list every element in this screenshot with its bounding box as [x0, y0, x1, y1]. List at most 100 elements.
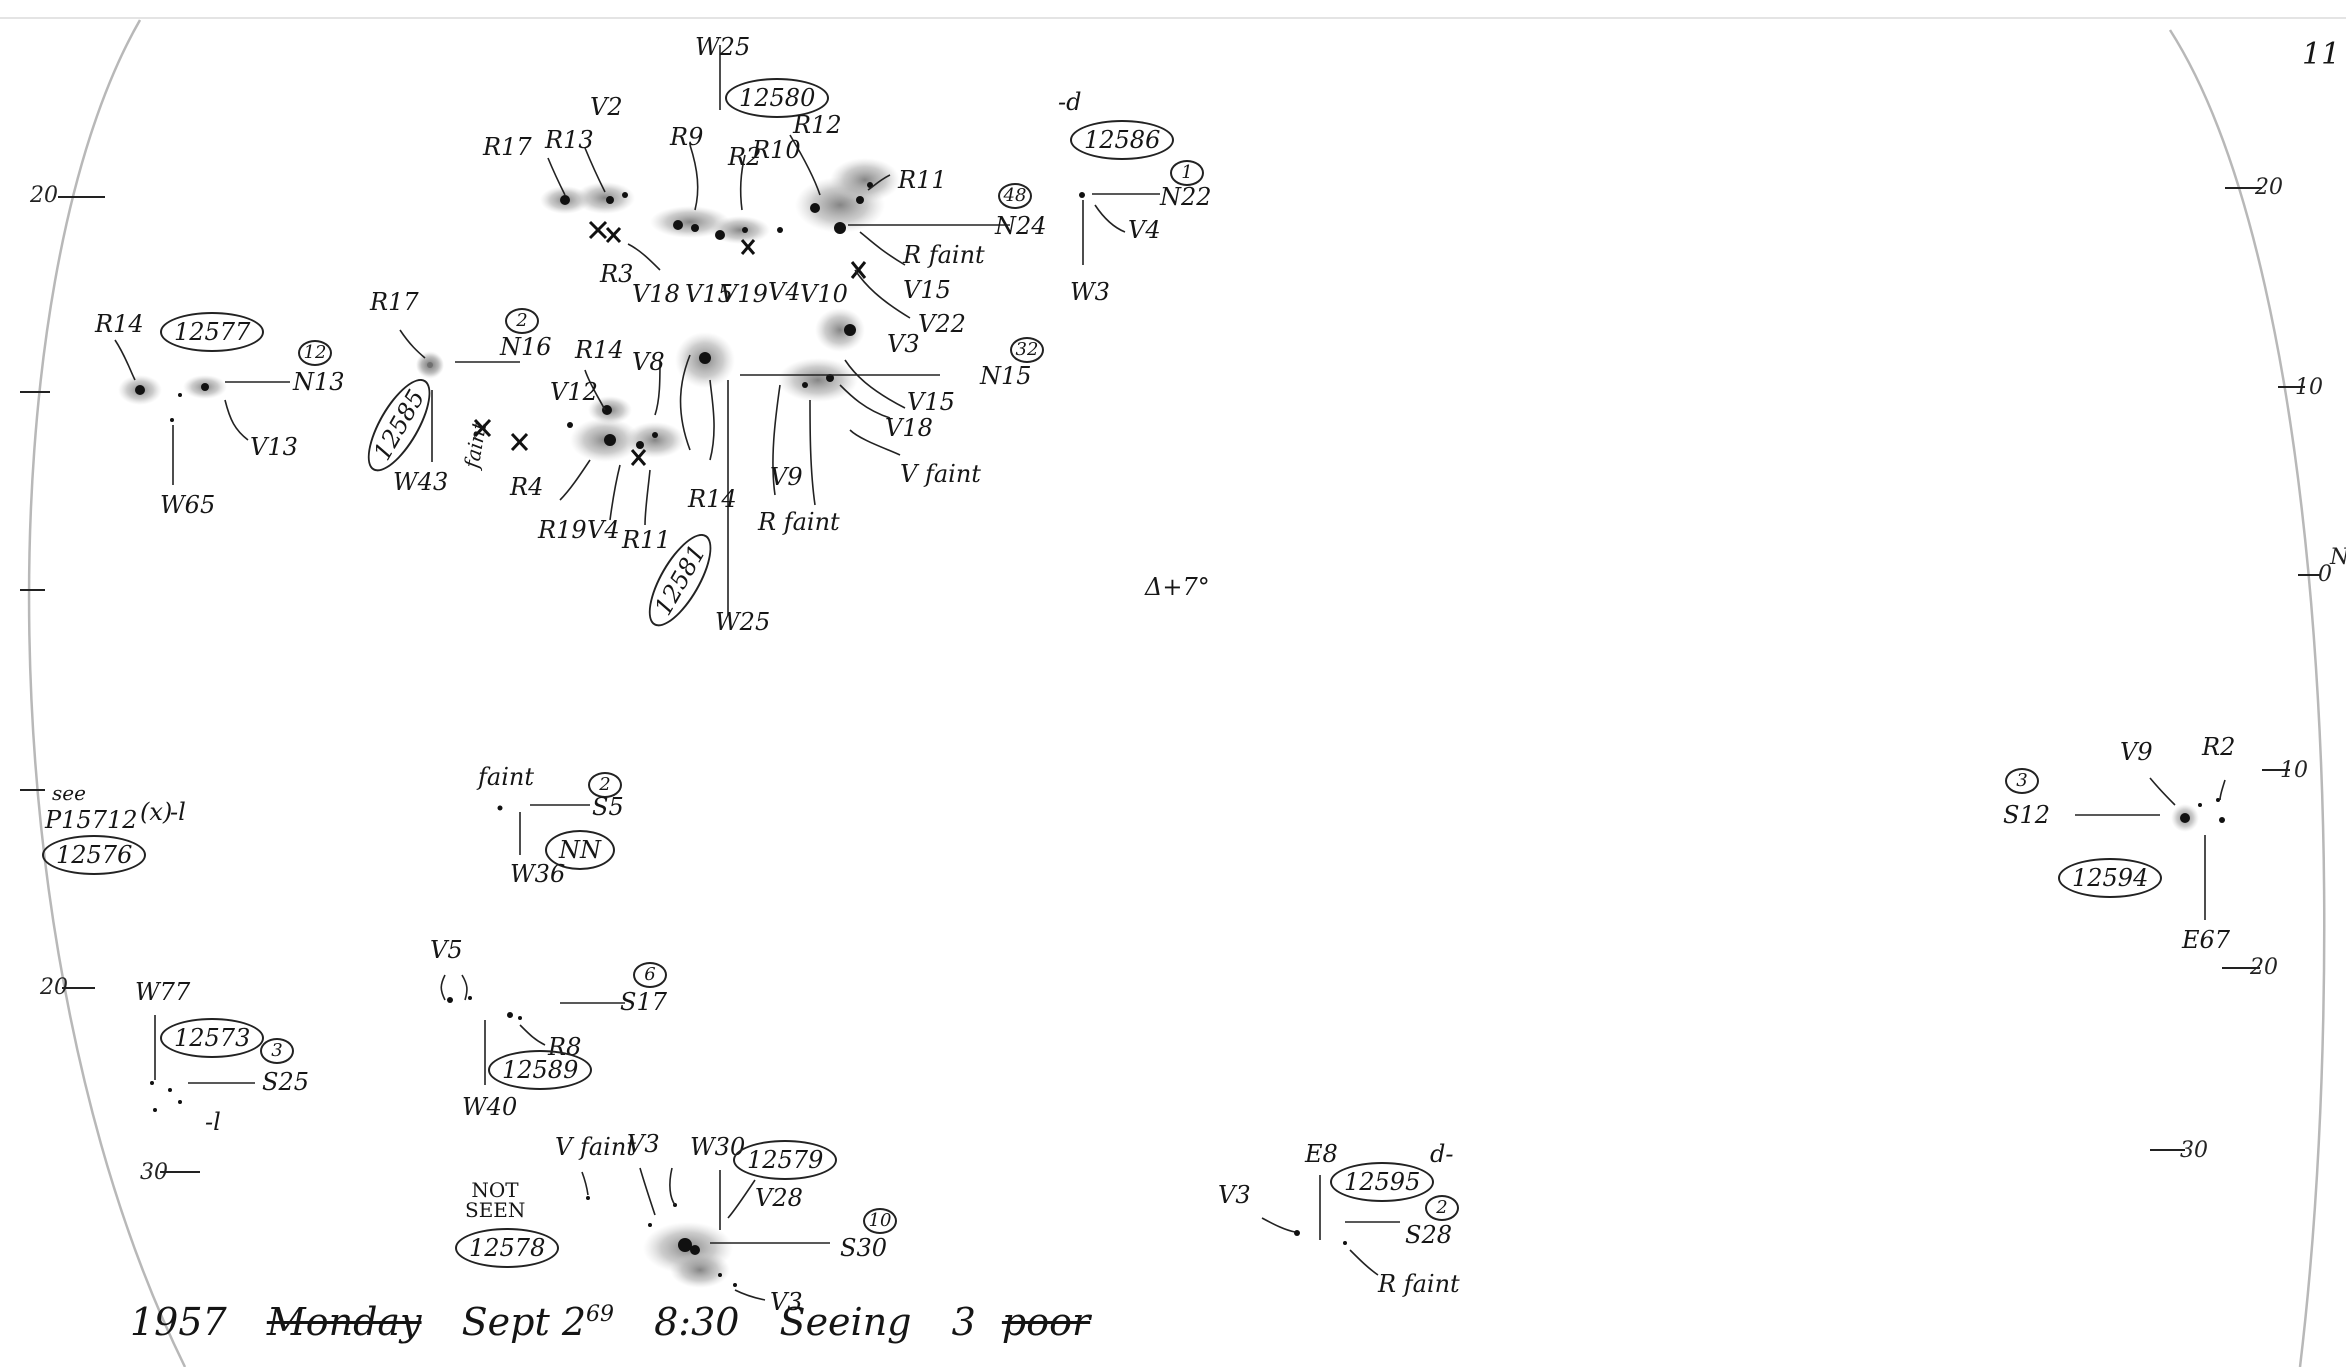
footer-seeing-label: Seeing — [779, 1300, 912, 1344]
spot-label: V4 — [768, 278, 801, 306]
coord-12595: E8 — [1305, 1140, 1338, 1168]
spot-label: V3 — [627, 1130, 660, 1158]
coord-nn: W36 — [510, 860, 566, 888]
footer-day: Monday — [266, 1300, 422, 1344]
spot-label: V2 — [590, 93, 623, 121]
spot-label: R11 — [898, 166, 947, 194]
left-tick-label-5: 20 — [40, 975, 68, 1000]
sunspot-group-12585 — [399, 329, 520, 462]
spot-label: R14 — [575, 336, 624, 364]
lat-12595: S28 — [1405, 1221, 1452, 1249]
spot-label: R faint — [1378, 1270, 1460, 1298]
lat-12586: N22 — [1160, 183, 1212, 211]
coord-12594: E67 — [2182, 926, 2231, 954]
spot-label: V9 — [770, 463, 803, 491]
spot-label: R3 — [600, 260, 634, 288]
spot-label: V28 — [755, 1184, 803, 1212]
spot-label: V4 — [587, 516, 620, 544]
spot-label: R12 — [793, 111, 842, 139]
coord-12586: W3 — [1070, 278, 1110, 306]
lat-nn: S5 — [592, 793, 624, 821]
count-12585: 2 — [505, 308, 539, 334]
sunspot-complex-12580-12581 — [416, 45, 1010, 615]
count-12595: 2 — [1425, 1195, 1459, 1221]
spot-label: V10 — [800, 280, 848, 308]
spot-label: R14 — [688, 485, 737, 513]
count-12577: 12 — [298, 340, 332, 366]
spot-label: R faint — [903, 241, 985, 269]
spot-label: V faint — [555, 1133, 636, 1161]
count-12586: 1 — [1170, 160, 1204, 186]
coord-12577: W65 — [160, 491, 216, 519]
group-number-12589: 12589 — [488, 1050, 593, 1090]
group-number-12573: 12573 — [160, 1018, 265, 1058]
lat-n15: N15 — [980, 362, 1032, 390]
group-number-12595: 12595 — [1330, 1162, 1435, 1202]
footer-date-superscript: 69 — [586, 1302, 614, 1328]
limb-left-arc — [27, 19, 187, 1367]
note-12595: d- — [1430, 1140, 1454, 1168]
spot-label: V18 — [885, 414, 933, 442]
right-tick-label-3: 0 — [2318, 562, 2332, 587]
sunspot-group-12589 — [440, 974, 625, 1085]
lat-12577: N13 — [293, 368, 345, 396]
count-12579: 10 — [863, 1208, 897, 1234]
group-number-12578: 12578 — [455, 1228, 560, 1268]
left-ticks — [20, 196, 200, 1173]
spot-label: faint — [478, 763, 534, 791]
note-12586: -d — [1058, 88, 1082, 116]
lat-12589: S17 — [620, 988, 667, 1016]
spot-label: R10 — [752, 136, 801, 164]
page-number: 11 — [2302, 37, 2341, 72]
right-tick-label-1: 20 — [2255, 175, 2283, 200]
note-12576: -l — [170, 798, 186, 826]
count-12589: 6 — [633, 962, 667, 988]
status-12578: NOT SEEN — [465, 1178, 526, 1222]
limb-right-arc — [2168, 29, 2326, 1367]
observation-footer: 1957 Monday Sept 269 8:30 Seeing 3 poor — [130, 1300, 1118, 1344]
sunspot-group-12586 — [1079, 192, 1160, 265]
footer-time: 8:30 — [654, 1300, 740, 1344]
spot-label: V4 — [1128, 216, 1161, 244]
right-tick-label-5: 20 — [2250, 955, 2278, 980]
spot-label: V3 — [770, 1288, 803, 1316]
group-number-12586: 12586 — [1070, 120, 1175, 160]
right-edge-letter: N — [2330, 545, 2346, 570]
spot-label: R2 — [2202, 733, 2236, 761]
spot-label: R14 — [95, 310, 144, 338]
spot-label: V22 — [918, 310, 966, 338]
count-12594: 3 — [2005, 768, 2039, 794]
group-number-12580: 12580 — [725, 78, 830, 118]
ref-prefix-12576: see — [52, 781, 86, 805]
group-number-nn: NN — [545, 830, 615, 870]
lat-12594: S12 — [2003, 801, 2050, 829]
coord-12573: W77 — [135, 978, 191, 1006]
spot-label: V3 — [887, 330, 920, 358]
sunspot-group-12595 — [1261, 1175, 1400, 1276]
group-number-12579: 12579 — [733, 1140, 838, 1180]
footer-month-date: Sept 2 — [461, 1300, 586, 1344]
spot-label: V12 — [550, 378, 598, 406]
ref-mark-12576: (x) — [140, 798, 173, 826]
right-tick-label-6: 30 — [2180, 1138, 2208, 1163]
center-note: Δ+7° — [1145, 573, 1210, 601]
lat-12585: N16 — [500, 333, 552, 361]
sunspot-group-12577 — [114, 339, 290, 485]
spot-label: V15 — [907, 388, 955, 416]
count-48: 48 — [998, 183, 1032, 209]
spot-label: R17 — [483, 133, 532, 161]
coord-12581: W25 — [715, 608, 771, 636]
spot-label: V13 — [250, 433, 298, 461]
footer-year: 1957 — [130, 1300, 227, 1344]
spot-label: R13 — [545, 126, 594, 154]
count-32: 32 — [1010, 337, 1044, 363]
group-number-12594: 12594 — [2058, 858, 2163, 898]
spot-label: V faint — [900, 460, 981, 488]
spot-label: V15 — [903, 276, 951, 304]
spot-label: V18 — [632, 280, 680, 308]
group-number-12576: 12576 — [42, 835, 147, 875]
ref-12576: P15712 — [45, 806, 138, 834]
spot-label: V9 — [2120, 738, 2153, 766]
spot-label: R11 — [622, 526, 671, 554]
